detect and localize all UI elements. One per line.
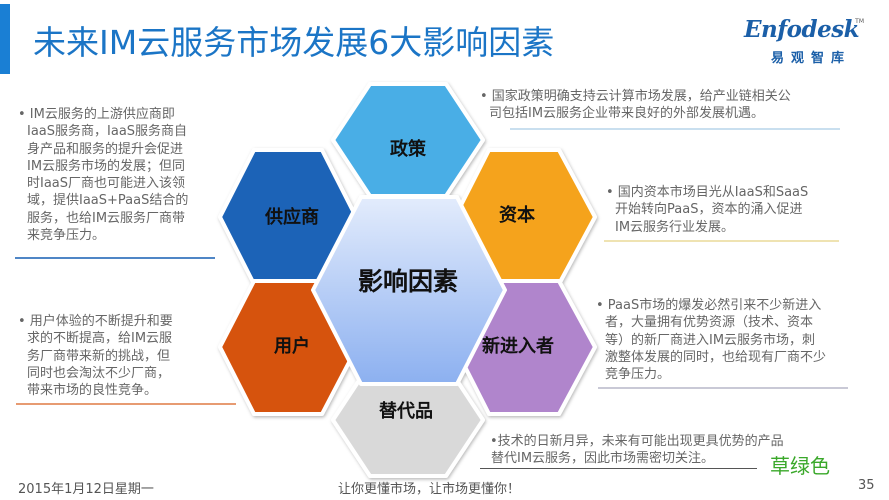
description-line: • IM云服务的上游供应商即 xyxy=(18,107,175,122)
description-line: 来竞争压力。 xyxy=(27,228,106,244)
description-line: 域，提供IaaS+PaaS结合的 xyxy=(27,193,189,209)
description-line: 竞争压力。 xyxy=(605,367,671,383)
footer-date: 2015年1月12日星期一 xyxy=(18,482,154,497)
footer-slogan: 让你更懂市场，让市场更懂你！ xyxy=(338,482,521,497)
description-line: 身产品和服务的提升会促进 xyxy=(27,141,184,157)
description-line: 同时也会淘汰不少厂商， xyxy=(27,365,171,381)
annotation-green-note: 草绿色 xyxy=(770,454,830,478)
description-line: 者，大量拥有优势资源（技术、资本 xyxy=(605,315,814,331)
description-line: 求的不断提高，给IM云服 xyxy=(27,331,173,347)
logo-chinese-name: 易观智库 xyxy=(771,51,852,66)
description-line: 带来市场的良性竞争。 xyxy=(27,383,158,399)
description-line: 时IaaS厂商也可能进入该领 xyxy=(27,176,186,192)
description-line: 等）的新厂商进入IM云服务市场，刺 xyxy=(605,332,816,348)
title-accent-bar xyxy=(0,4,10,74)
factor-label-user[interactable]: 用户 xyxy=(274,336,310,357)
logo-wordmark: Enfodesk xyxy=(744,16,860,43)
description-divider xyxy=(510,128,840,130)
description-supplier: • IM云服务的上游供应商即 IaaS服务商，IaaS服务商自 身产品和服务的提… xyxy=(15,106,218,262)
description-line: IM云服务市场的发展；但同 xyxy=(27,158,186,174)
description-line: 司包括IM云服务企业带来良好的外部发展机遇。 xyxy=(489,106,765,122)
description-divider xyxy=(15,257,215,259)
description-divider xyxy=(480,468,757,469)
logo-trademark: TM xyxy=(855,18,864,25)
description-line: • 用户体验的不断提升和要 xyxy=(18,314,173,329)
factor-label-substitute[interactable]: 替代品 xyxy=(379,401,433,422)
description-new-entrant: • PaaS市场的爆发必然引来不少新进入 者，大量拥有优势资源（技术、资本 等）… xyxy=(596,297,866,393)
factor-label-capital[interactable]: 资本 xyxy=(499,205,535,226)
description-line: •技术的日新月异，未来有可能出现更具优势的产品 xyxy=(490,434,784,449)
description-line: IM云服务行业发展。 xyxy=(615,219,735,235)
description-divider xyxy=(604,240,839,242)
description-capital: • 国内资本市场目光从IaaS和SaaS 开始转向PaaS，资本的涌入促进 IM… xyxy=(604,184,851,244)
page-title: 未来IM云服务市场发展6大影响因素 xyxy=(33,23,555,62)
description-line: • PaaS市场的爆发必然引来不少新进入 xyxy=(596,298,822,313)
factor-label-new-entrant[interactable]: 新进入者 xyxy=(482,336,554,357)
factor-label-supplier[interactable]: 供应商 xyxy=(265,207,319,228)
factor-label-policy[interactable]: 政策 xyxy=(390,139,426,160)
description-divider xyxy=(598,387,848,389)
page-number: 35 xyxy=(858,478,875,493)
description-line: • 国家政策明确支持云计算市场发展，给产业链相关公 xyxy=(480,89,791,104)
description-line: 激整体发展的同时，也给现有厂商不少 xyxy=(605,349,827,365)
description-line: 务厂商带来新的挑战，但 xyxy=(27,348,171,364)
description-line: 替代IM云服务，因此市场需密切关注。 xyxy=(491,451,715,467)
description-user: • 用户体验的不断提升和要 求的不断提高，给IM云服 务厂商带来新的挑战，但 同… xyxy=(16,313,236,405)
description-line: 开始转向PaaS，资本的涌入促进 xyxy=(615,202,803,218)
description-divider xyxy=(16,403,236,405)
description-line: • 国内资本市场目光从IaaS和SaaS xyxy=(606,185,809,200)
description-substitute: •技术的日新月异，未来有可能出现更具优势的产品 替代IM云服务，因此市场需密切关… xyxy=(480,433,790,473)
description-line: IaaS服务商，IaaS服务商自 xyxy=(27,124,188,140)
enfodesk-logo: Enfodesk TM 易观智库 xyxy=(738,10,868,70)
description-policy: • 国家政策明确支持云计算市场发展，给产业链相关公 司包括IM云服务企业带来良好… xyxy=(480,88,840,132)
description-line: 服务，也给IM云服务厂商带 xyxy=(27,210,186,226)
center-label: 影响因素 xyxy=(357,267,459,296)
